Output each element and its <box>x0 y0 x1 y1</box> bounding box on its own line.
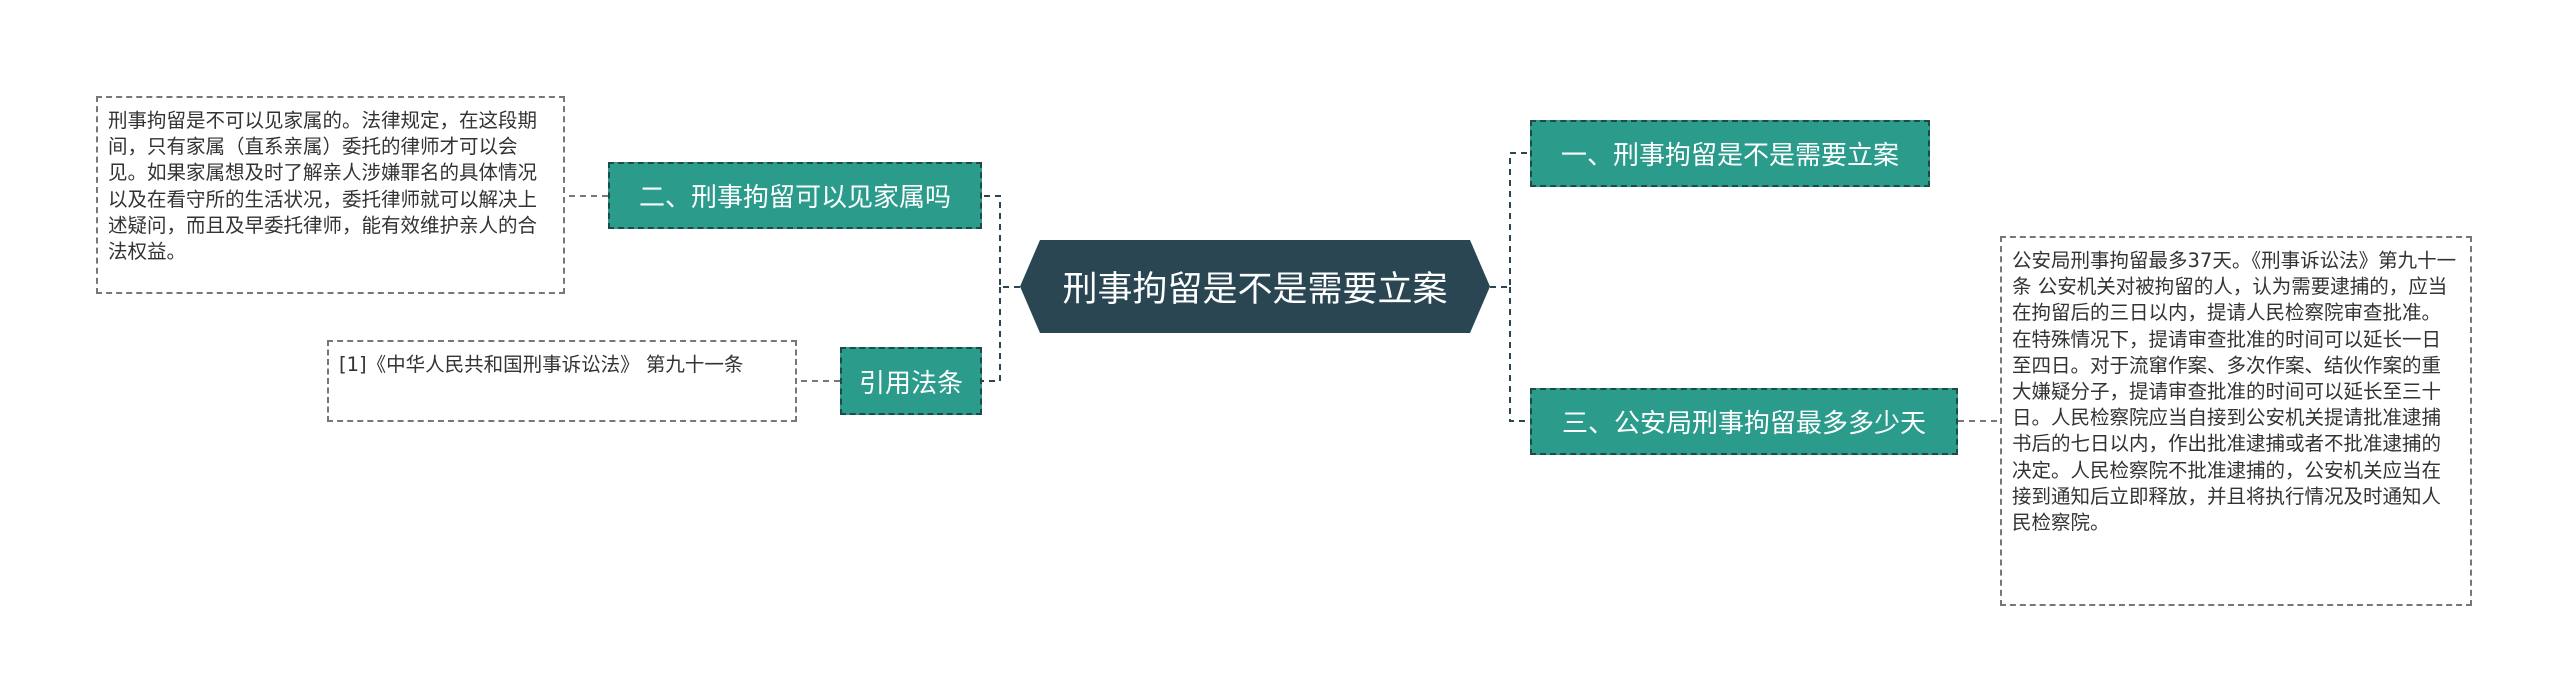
leaf-note-4-text: [1]《中华人民共和国刑事诉讼法》 第九十一条 <box>339 353 744 376</box>
leaf-note-2-text: 刑事拘留是不可以见家属的。法律规定，在这段期间，只有家属（直系亲属）委托的律师才… <box>108 109 538 264</box>
branch-topic-1[interactable]: 一、刑事拘留是不是需要立案 <box>1530 120 1930 187</box>
leaf-note-3-text: 公安局刑事拘留最多37天。《刑事诉讼法》第九十一条 公安机关对被拘留的人，认为需… <box>2012 249 2457 535</box>
root-topic[interactable]: 刑事拘留是不是需要立案 <box>1020 240 1490 333</box>
connector-root-b4 <box>982 287 1001 382</box>
branch-topic-1-label: 一、刑事拘留是不是需要立案 <box>1560 141 1899 171</box>
leaf-note-4[interactable]: [1]《中华人民共和国刑事诉讼法》 第九十一条 <box>327 340 797 422</box>
branch-topic-2-label: 二、刑事拘留可以见家属吗 <box>638 183 951 213</box>
leaf-note-2[interactable]: 刑事拘留是不可以见家属的。法律规定，在这段期间，只有家属（直系亲属）委托的律师才… <box>96 96 565 294</box>
branch-topic-3[interactable]: 三、公安局刑事拘留最多多少天 <box>1530 388 1958 455</box>
connector-root-b1 <box>1490 152 1530 288</box>
root-topic-label: 刑事拘留是不是需要立案 <box>1062 270 1448 310</box>
connector-root-b3 <box>1509 287 1530 422</box>
connector-root-b2 <box>982 195 1020 288</box>
leaf-note-3[interactable]: 公安局刑事拘留最多37天。《刑事诉讼法》第九十一条 公安机关对被拘留的人，认为需… <box>2000 236 2472 606</box>
branch-topic-2[interactable]: 二、刑事拘留可以见家属吗 <box>608 162 982 229</box>
branch-topic-4-label: 引用法条 <box>858 368 963 399</box>
branch-topic-3-label: 三、公安局刑事拘留最多多少天 <box>1561 409 1926 439</box>
branch-topic-4[interactable]: 引用法条 <box>840 347 982 415</box>
